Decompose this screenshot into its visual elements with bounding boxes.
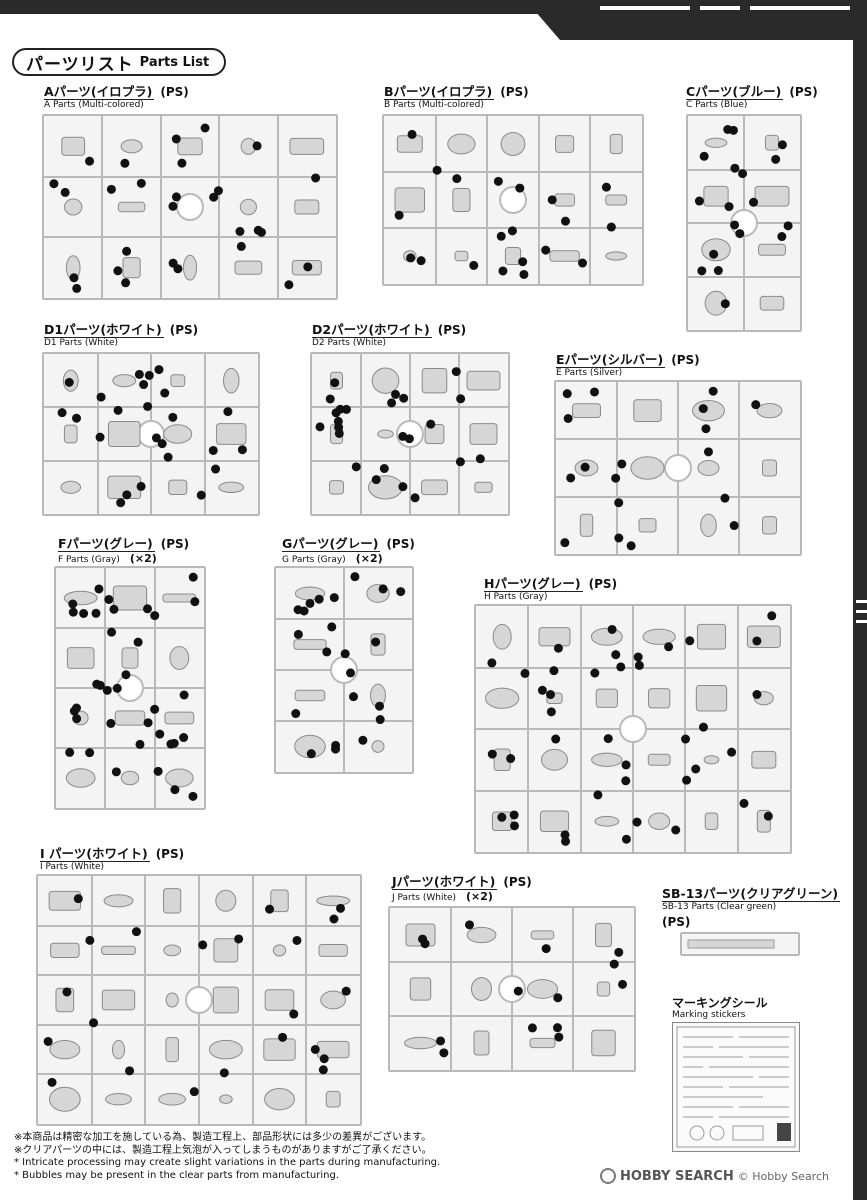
manufacturing-notes: ※本商品は精密な加工を施している為、製造工程上、部品形状には多少の差異がございま… (14, 1132, 574, 1182)
runner-title-b: Bパーツ(イロプラ)(PS) B Parts (Multi-colored) (384, 84, 529, 110)
runner-f (54, 566, 206, 810)
runner-drawing (556, 382, 800, 554)
runner-title-d2: D2パーツ(ホワイト)(PS) D2 Parts (White) (312, 322, 467, 348)
runner-g (274, 566, 414, 774)
runner-title-c: Cパーツ(ブルー)(PS) C Parts (Blue) (686, 84, 818, 110)
note-jp-2: ※クリアパーツの中には、製造工程上気泡が入ってしまうものがありますがご了承くださ… (14, 1144, 432, 1156)
runner-j (388, 906, 636, 1072)
runner-title-g: Gパーツ(グレー)(PS) G Parts (Gray)(×2) (282, 536, 415, 565)
runner-title-i: I パーツ(ホワイト)(PS) I Parts (White) (40, 846, 185, 872)
runner-drawing (688, 116, 800, 330)
runner-drawing (384, 116, 642, 284)
runner-title-f: Fパーツ(グレー)(PS) F Parts (Gray)(×2) (58, 536, 190, 565)
runner-drawing (687, 939, 775, 949)
watermark-copyright: © Hobby Search (737, 1169, 829, 1183)
note-jp-1: ※本商品は精密な加工を施している為、製造工程上、部品形状には多少の差異がございま… (14, 1132, 432, 1143)
note-en-2: * Bubbles may be present in the clear pa… (14, 1169, 340, 1181)
runner-title-e: Eパーツ(シルバー)(PS) E Parts (Silver) (556, 352, 700, 378)
runner-title-j: Jパーツ(ホワイト)(PS) J Parts (White)(×2) (392, 874, 532, 903)
sticker-sheet-drawing (676, 1026, 796, 1148)
runner-drawing (476, 606, 790, 852)
runner-a (42, 114, 338, 300)
sticker-title: マーキングシール Marking stickers (672, 996, 768, 1020)
page-title-jp: パーツリスト (26, 54, 134, 75)
runner-drawing (44, 116, 336, 298)
page-title-en: Parts List (139, 54, 210, 70)
runner-title-d1: D1パーツ(ホワイト)(PS) D1 Parts (White) (44, 322, 199, 348)
runner-c (686, 114, 802, 332)
runner-title-sb13: SB-13パーツ(クリアグリーン) SB-13 Parts (Clear gre… (662, 886, 841, 929)
runner-drawing (276, 568, 412, 772)
runner-drawing (38, 876, 360, 1124)
runner-h (474, 604, 792, 854)
runner-i (36, 874, 362, 1126)
runner-d2 (310, 352, 510, 516)
page-title: パーツリスト Parts List (12, 48, 226, 76)
note-en-1: * Intricate processing may create slight… (14, 1157, 441, 1168)
right-rail (853, 40, 867, 1200)
hobby-search-logo-icon (600, 1168, 616, 1184)
watermark: HOBBY SEARCH © Hobby Search (600, 1168, 829, 1184)
runner-drawing (312, 354, 508, 514)
runner-e (554, 380, 802, 556)
runner-drawing (390, 908, 634, 1070)
watermark-brand: HOBBY SEARCH (620, 1168, 734, 1184)
runner-title-a: Aパーツ(イロプラ)(PS) A Parts (Multi-colored) (44, 84, 189, 110)
runner-b (382, 114, 644, 286)
runner-drawing (56, 568, 204, 808)
header-band (0, 0, 867, 40)
runner-drawing (44, 354, 258, 514)
sticker-sheet (672, 1022, 800, 1152)
runner-sb13 (680, 932, 800, 956)
runner-title-h: Hパーツ(グレー)(PS) H Parts (Gray) (484, 576, 618, 602)
runner-d1 (42, 352, 260, 516)
